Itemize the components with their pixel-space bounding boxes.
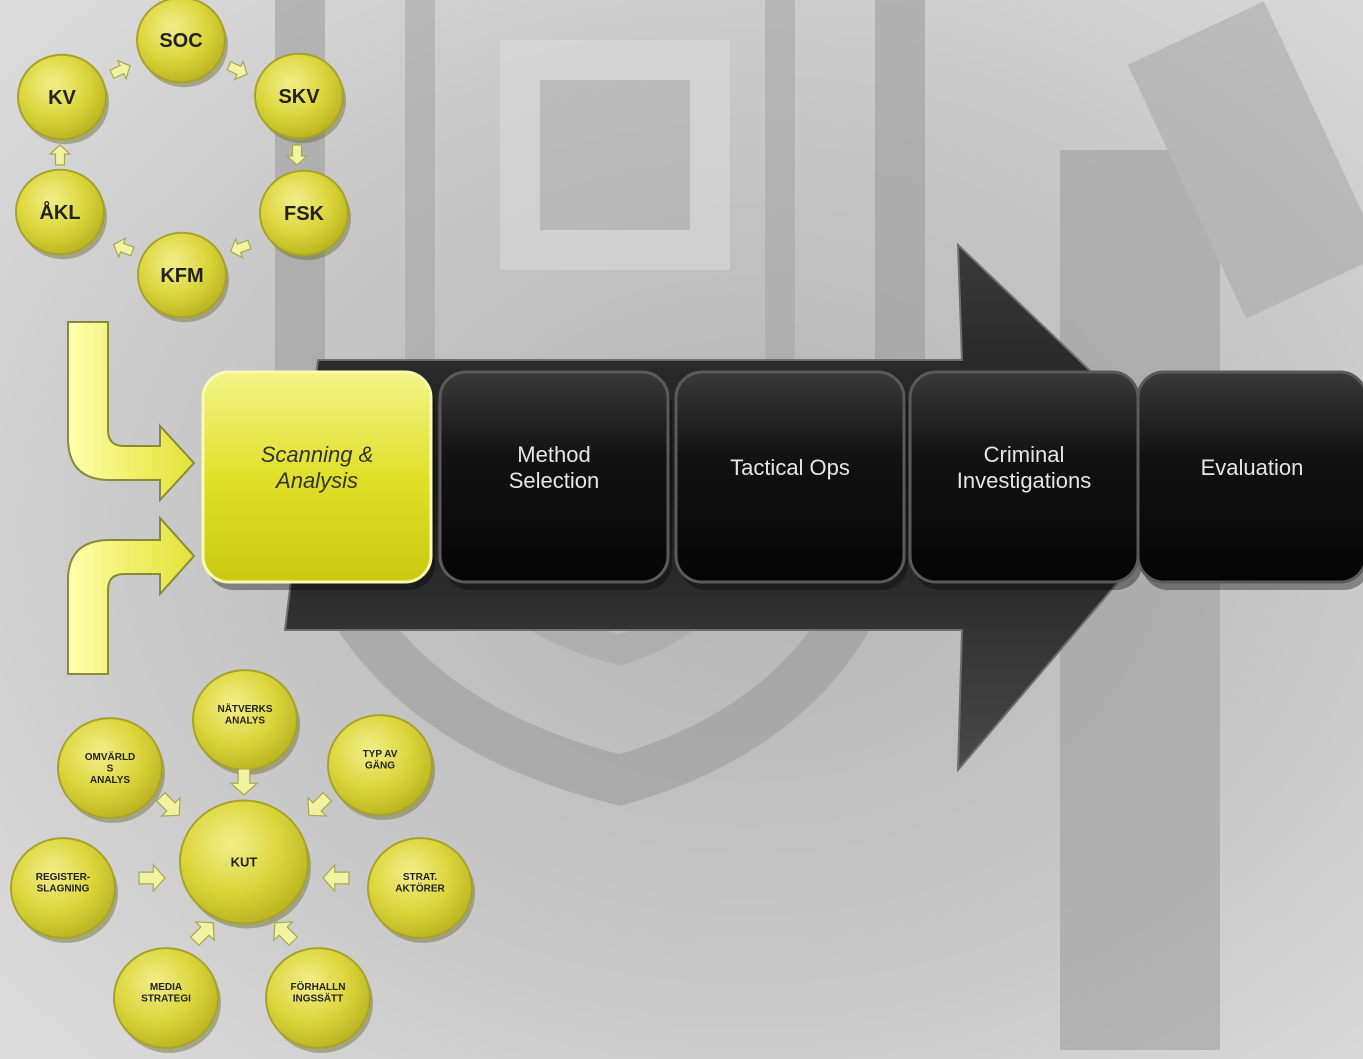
- cycle-node-skv-label: SKV: [278, 86, 320, 108]
- cluster-node-strataktrer-label: STRAT.: [403, 872, 437, 883]
- step-evaluation: Evaluation: [1136, 370, 1363, 590]
- cluster-arrow-icon: [138, 863, 166, 893]
- step-scanning-analysis: Scanning &Analysis: [201, 370, 435, 590]
- cluster-node-registerslagning-label: SLAGNING: [37, 884, 90, 895]
- step-label: Evaluation: [1201, 455, 1304, 480]
- cluster-node-ntverksanalys-label: NÄTVERKS: [217, 702, 272, 715]
- cluster-arrow-icon: [155, 791, 181, 817]
- cycle-arrow-icon: [226, 59, 248, 81]
- cycle-node-kl: ÅKL: [15, 168, 107, 260]
- step-tactical-ops: Tactical Ops: [674, 370, 908, 590]
- cycle-node-kl-label: ÅKL: [39, 200, 80, 224]
- cycle-arrow-icon: [112, 236, 135, 259]
- cycle-node-kv: KV: [17, 53, 109, 145]
- cluster-node-strataktrer: STRAT.AKTÖRER: [367, 837, 475, 943]
- step-label: Method: [517, 442, 590, 467]
- cycle-node-fsk: FSK: [259, 169, 351, 261]
- cycle-arrow-icon: [285, 144, 309, 166]
- cycle-node-soc-label: SOC: [159, 30, 202, 52]
- cluster-node-typavgng-label: GÄNG: [365, 759, 395, 772]
- cluster-node-registerslagning-label: REGISTER-: [36, 872, 90, 883]
- cluster-node-frhallningsstt-label: FÖRHALLN: [291, 980, 346, 993]
- cycle-node-soc: SOC: [136, 0, 228, 88]
- step-label: Investigations: [957, 468, 1092, 493]
- cluster-node-kut: KUT: [179, 799, 311, 929]
- cycle-node-kv-label: KV: [48, 87, 76, 109]
- step-label: Tactical Ops: [730, 455, 850, 480]
- cluster-arrow-icon: [322, 863, 350, 893]
- cluster-node-omvrlds-label: OMVÄRLD: [85, 750, 136, 763]
- cluster-node-frhallningsstt-label: INGSSÄTT: [293, 992, 344, 1005]
- cluster-node-mediastrategi-label: STRATEGI: [141, 994, 191, 1005]
- step-label: Scanning &: [261, 442, 374, 467]
- step-label: Analysis: [274, 468, 358, 493]
- process-steps: Scanning &AnalysisMethodSelectionTactica…: [201, 370, 1363, 590]
- cycle-arrow-icon: [229, 237, 252, 260]
- cluster-arrow-icon: [273, 921, 299, 947]
- lower-flow-arrow-icon: [67, 515, 196, 675]
- cycle-node-kfm: KFM: [137, 231, 229, 323]
- cycle-node-fsk-label: FSK: [284, 203, 325, 225]
- cluster-arrow-icon: [189, 921, 215, 947]
- cycle-arrow-icon: [109, 59, 131, 81]
- cluster-arrow-icon: [229, 768, 259, 796]
- top-cycle: SOC SKV FSK KFM ÅKL KV: [15, 0, 351, 323]
- cluster-node-kut-label: KUT: [231, 855, 258, 870]
- step-label: Criminal: [984, 442, 1065, 467]
- cluster-node-strataktrer-label: AKTÖRER: [395, 882, 445, 895]
- cluster-node-omvrlds-label: ANALYS: [90, 775, 131, 786]
- cycle-node-kfm-label: KFM: [160, 265, 203, 287]
- left-flow-arrows: [67, 321, 196, 675]
- cluster-arrow-icon: [307, 791, 333, 817]
- cycle-node-skv: SKV: [254, 52, 346, 144]
- upper-flow-arrow-icon: [67, 321, 196, 503]
- cluster-node-ntverksanalys-label: ANALYS: [225, 716, 266, 727]
- cluster-node-typavgng-label: TYP AV: [363, 749, 398, 760]
- cluster-node-omvrlds-label: S: [107, 764, 114, 775]
- cluster-node-mediastrategi-label: MEDIA: [150, 982, 182, 993]
- step-label: Selection: [509, 468, 600, 493]
- cycle-arrow-icon: [48, 144, 72, 166]
- cluster-node-registerslagning: REGISTER-SLAGNING: [10, 837, 118, 943]
